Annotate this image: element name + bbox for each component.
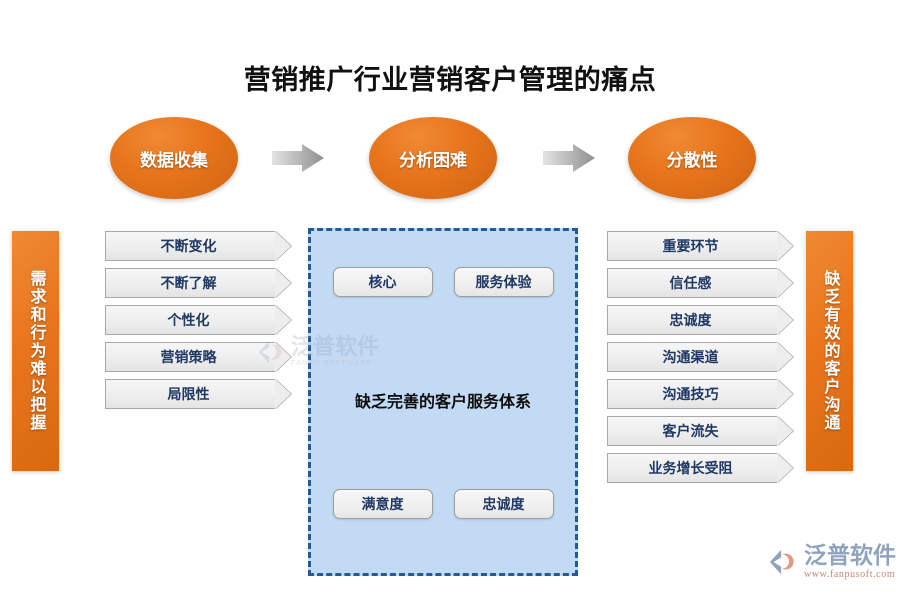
pill-button[interactable]: 服务体验 [453,267,554,297]
list-item[interactable]: 信任感 [607,268,777,298]
list-item[interactable]: 局限性 [105,379,275,409]
list-item[interactable]: 客户流失 [607,416,777,446]
flow-stage-1[interactable]: 数据收集 [110,117,238,199]
chevron-label: 不断变化 [160,238,217,254]
pill-label: 忠诚度 [482,496,525,512]
flow-arrow-right-icon [272,144,324,172]
chevron-label: 不断了解 [160,275,217,291]
pill-label: 满意度 [361,496,404,512]
pill-button[interactable]: 满意度 [332,489,433,519]
flow-stage-2-label: 分析困难 [399,150,467,170]
list-item[interactable]: 沟通渠道 [607,342,777,372]
chevron-label: 沟通技巧 [662,386,719,402]
center-panel-bottom-pills: 满意度 忠诚度 [311,489,575,519]
fanpu-logo-icon [769,549,794,575]
chevron-label: 沟通渠道 [662,349,719,365]
left-side-bar: 需求和行为难以把握 [12,231,59,471]
pill-label: 服务体验 [475,274,532,290]
list-item[interactable]: 不断变化 [105,231,275,261]
chevron-label: 业务增长受阻 [648,460,733,476]
brand-name-cn: 泛普软件 [804,542,896,568]
list-item[interactable]: 重要环节 [607,231,777,261]
flow-stage-3-label: 分散性 [666,150,718,170]
chevron-label: 重要环节 [662,238,719,254]
flow-stage-3[interactable]: 分散性 [628,117,756,199]
left-side-bar-label: 需求和行为难以把握 [27,270,45,432]
right-chevron-list: 重要环节 信任感 忠诚度 沟通渠道 沟通技巧 客户流失 业务增长受阻 [607,231,777,490]
list-item[interactable]: 业务增长受阻 [607,453,777,483]
list-item[interactable]: 个性化 [105,305,275,335]
chevron-label: 营销策略 [160,349,217,365]
pill-button[interactable]: 忠诚度 [453,489,554,519]
flow-stage-1-label: 数据收集 [140,150,208,170]
pill-label: 核心 [368,274,397,290]
chevron-label: 客户流失 [662,423,719,439]
left-chevron-list: 不断变化 不断了解 个性化 营销策略 局限性 [105,231,275,416]
chevron-label: 个性化 [167,312,210,328]
chevron-label: 局限性 [167,386,210,402]
center-panel-top-pills: 核心 服务体验 [311,267,575,297]
brand-logo: 泛普软件 www.fanpusoft.com [768,544,896,580]
flow-stage-2[interactable]: 分析困难 [369,117,497,199]
list-item[interactable]: 不断了解 [105,268,275,298]
brand-url: www.fanpusoft.com [804,569,896,580]
right-side-bar-label: 缺乏有效的客户沟通 [821,270,839,432]
list-item[interactable]: 忠诚度 [607,305,777,335]
chevron-label: 信任感 [669,275,712,291]
right-side-bar: 缺乏有效的客户沟通 [806,231,853,471]
chevron-label: 忠诚度 [669,312,712,328]
center-panel: 核心 服务体验 缺乏完善的客户服务体系 满意度 忠诚度 [308,228,578,576]
page-title: 营销推广行业营销客户管理的痛点 [243,65,657,95]
flow-arrow-right-icon [543,144,595,172]
list-item[interactable]: 沟通技巧 [607,379,777,409]
pill-button[interactable]: 核心 [332,267,433,297]
list-item[interactable]: 营销策略 [105,342,275,372]
center-panel-headline: 缺乏完善的客户服务体系 [354,394,531,411]
